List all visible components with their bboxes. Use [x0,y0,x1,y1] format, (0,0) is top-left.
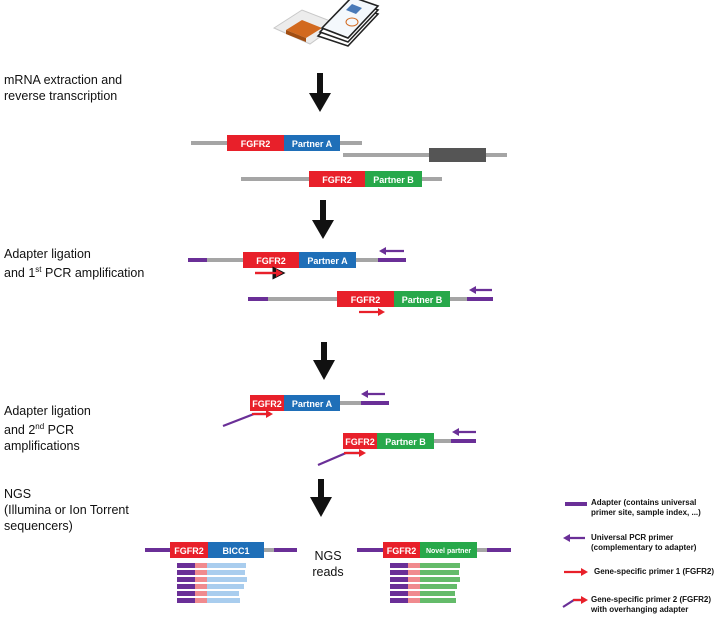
step4-line3: sequencers) [4,519,73,533]
fgfr2-label: FGFR2 [322,175,352,185]
ngs-read [390,570,459,575]
down-arrow-1 [309,73,331,112]
fgfr2-label: FGFR2 [252,399,282,409]
legend-universal-primer: Universal PCR primer (complementary to a… [591,533,696,553]
legend-gsp2-swatch [562,596,588,608]
step2-line2: and 1st PCR amplification [4,262,144,281]
ngs-read [177,598,240,603]
ligated-transcript-b: FGFR2 Partner B [248,286,493,316]
amplicon-b: FGFR2 Partner B [317,428,476,467]
step1-line2: reverse transcription [4,89,118,103]
glass-slides-icon [316,0,380,47]
legend-universal-line2: (complementary to adapter) [591,543,697,552]
partner-a-label: Partner A [292,399,333,409]
step3-line2-sup: nd [35,422,45,431]
partner-a-label: Partner A [307,256,348,266]
step3-line2-post: PCR [44,423,75,438]
step2-line1: Adapter ligation [4,247,91,261]
fgfr2-label: FGFR2 [345,437,375,447]
ngs-reads-bicc1 [177,563,247,603]
ngs-read [177,563,246,568]
step2-label: Adapter ligation and 1st PCR amplificati… [4,246,144,281]
amplicon-a: FGFR2 Partner A [222,390,389,428]
novel-partner-label: Novel partner [426,548,471,555]
step1-line1: mRNA extraction and [4,73,123,87]
partner-b-label: Partner B [373,175,414,185]
fgfr2-label: FGFR2 [387,546,417,556]
legend-adapter-swatch [565,502,587,506]
step1-label: mRNA extraction and reverse transcriptio… [4,72,122,104]
legend-gsp2-line1: Gene-specific primer 2 (FGFR2) [591,595,712,604]
legend-gsp2-line2: with overhanging adapter [591,605,689,614]
legend-adapter: Adapter (contains universal primer site,… [591,498,701,518]
legend-universal-line1: Universal PCR primer [591,533,674,542]
down-arrow-4 [310,479,332,517]
step3-line2-pre: and 2 [4,423,36,438]
legend-gsp1-swatch [564,568,588,576]
step2-line2-pre: and 1 [4,266,36,281]
step4-label: NGS (Illumina or Ion Torrent sequencers) [4,486,129,534]
fgfr2-label: FGFR2 [174,546,204,556]
partner-b-label: Partner B [402,295,443,305]
partner-a-label: Partner A [292,139,333,149]
partner-b-label: Partner B [385,437,426,447]
step4-line2: (Illumina or Ion Torrent [4,503,129,517]
legend-adapter-line2: primer site, sample index, ...) [591,508,701,517]
step4-line1: NGS [4,487,32,501]
ngs-read [390,584,457,589]
ngs-reads-novel [390,563,460,603]
fgfr2-label: FGFR2 [256,256,286,266]
ngs-reads-label-line1: NGS [314,549,341,563]
legend-gsp1-line1: Gene-specific primer 1 (FGFR2) [594,567,715,576]
gsp2-adapter-arrow [222,412,268,428]
transcript-fgfr2-partner-a: FGFR2 Partner A [191,135,362,151]
step3-line3: amplifications [4,439,80,454]
ngs-read [177,570,245,575]
legend-gsp1: Gene-specific primer 1 (FGFR2) [594,567,714,577]
transcript-other-gene [343,148,507,162]
transcript-fgfr2-partner-b: FGFR2 Partner B [241,171,442,187]
ngs-read [390,591,455,596]
tissue-sample-icon [272,9,340,45]
down-arrow-3 [313,342,335,380]
bicc1-label: BICC1 [222,546,249,556]
legend-adapter-line1: Adapter (contains universal [591,498,697,507]
ligated-transcript-a: FGFR2 Partner A [188,247,406,280]
step3-line2: and 2nd PCR [4,419,91,438]
fgfr2-label: FGFR2 [351,295,381,305]
step3-line1: Adapter ligation [4,404,91,418]
ngs-read [177,584,244,589]
ngs-read [177,591,239,596]
ngs-novel-construct: FGFR2 Novel partner [357,542,511,558]
fgfr2-label: FGFR2 [241,139,271,149]
legend-universal-primer-swatch [563,534,585,542]
legend-gsp2: Gene-specific primer 2 (FGFR2) with over… [591,595,711,615]
ngs-read [390,563,460,568]
step2-line2-sup: st [35,265,42,274]
ngs-read [390,577,460,582]
ngs-read [390,598,456,603]
step3-label: Adapter ligation and 2nd PCR amplificati… [4,403,91,454]
ngs-read [177,577,247,582]
ngs-bicc1-construct: FGFR2 BICC1 [145,542,297,558]
ngs-reads-label-line2: reads [312,565,343,579]
step2-line2-post: PCR amplification [41,266,145,281]
gsp2-adapter-arrow [317,451,361,467]
down-arrow-2 [312,200,334,239]
